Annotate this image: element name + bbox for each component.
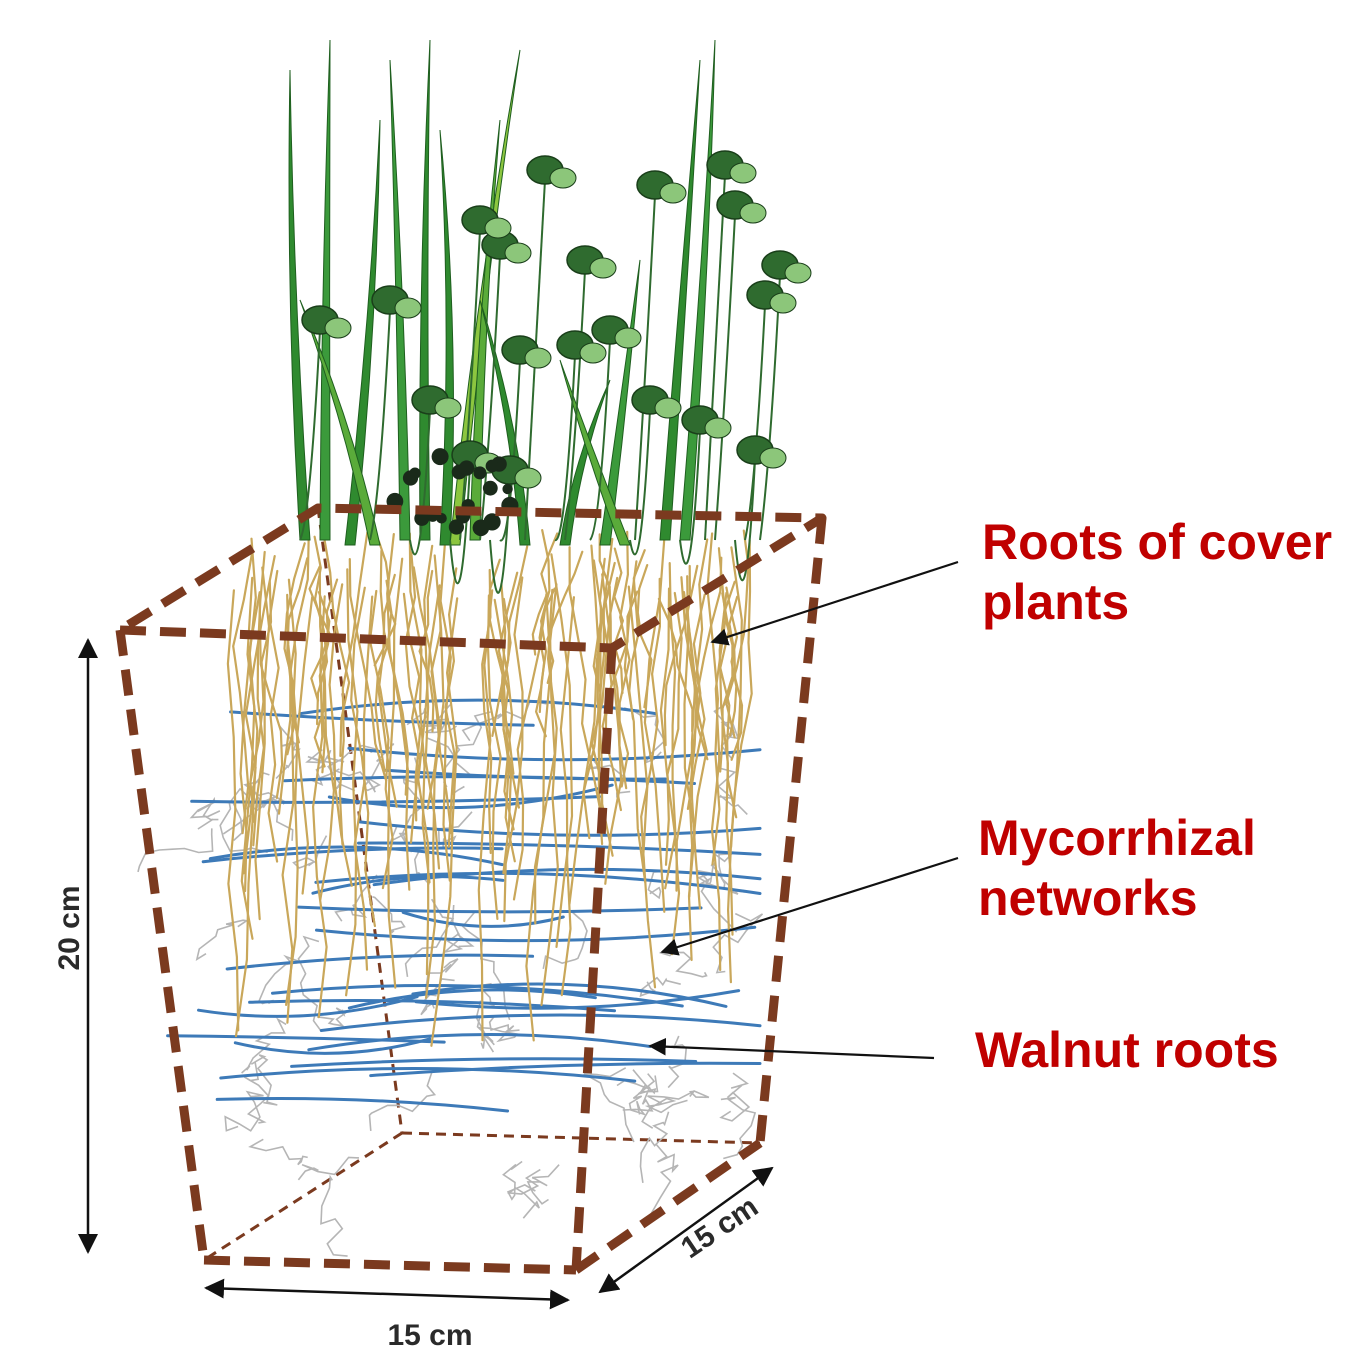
grass-blade: [440, 130, 453, 545]
clover-leaf: [760, 448, 786, 468]
grass-blade: [420, 40, 430, 540]
seedling-leaf: [483, 481, 498, 496]
clover-stem: [490, 480, 510, 593]
walnut-root: [217, 1098, 507, 1111]
hypha-strand: [528, 1165, 559, 1204]
cover-root: [638, 565, 652, 707]
clover-leaf: [505, 243, 531, 263]
walnut-root: [360, 822, 760, 835]
clover-leaf: [550, 168, 576, 188]
hypha-strand: [660, 952, 707, 976]
clover-leaf: [515, 468, 541, 488]
clover-leaf: [325, 318, 351, 338]
clover-leaf: [580, 343, 606, 363]
seedling-leaf: [459, 460, 474, 475]
clover-leaf: [485, 218, 511, 238]
grass-blade: [289, 70, 310, 540]
seedling-leaf: [473, 466, 486, 479]
clover-leaf: [655, 398, 681, 418]
hypha-strand: [321, 1177, 348, 1256]
seedling-leaf: [449, 519, 464, 534]
walnut-roots-arrow: [650, 1046, 934, 1058]
clover-leaf: [660, 183, 686, 203]
grass-blade: [320, 40, 330, 540]
hypha-strand: [617, 1074, 655, 1094]
clover-stem: [760, 275, 780, 540]
cover-root: [375, 541, 396, 665]
label-cover-roots: Roots of cover plants: [982, 512, 1364, 632]
label-mycorrhizal-networks: Mycorrhizal networks: [978, 808, 1358, 928]
seedling-leaf: [403, 470, 418, 485]
clover-leaf: [525, 348, 551, 368]
dimension-height: 20 cm: [52, 878, 88, 978]
clover-leaf: [770, 293, 796, 313]
hypha-strand: [317, 1008, 345, 1026]
clover-leaf: [730, 163, 756, 183]
hypha-strand: [648, 1091, 709, 1103]
clover-leaf: [435, 398, 461, 418]
clover-leaf: [785, 263, 811, 283]
clover-leaf: [590, 258, 616, 278]
clover-leaf: [740, 203, 766, 223]
clover-stem: [745, 305, 765, 540]
seedling-leaf: [486, 460, 499, 473]
hypha-strand: [197, 920, 247, 959]
cover-root: [533, 534, 557, 655]
hypha-strand: [651, 1144, 678, 1214]
clover-leaf: [615, 328, 641, 348]
width-arrow: [206, 1288, 568, 1300]
hypha-strand: [250, 1139, 307, 1164]
box-front-edges: [120, 508, 822, 1270]
walnut-root: [309, 1034, 650, 1049]
clover-leaf: [395, 298, 421, 318]
clover-stem: [630, 410, 650, 554]
dimension-width: 15 cm: [340, 1318, 520, 1354]
label-walnut-roots: Walnut roots: [975, 1020, 1355, 1080]
hypha-strand: [198, 799, 219, 829]
walnut-root: [317, 927, 755, 940]
cover-root: [381, 551, 408, 795]
cover-root: [526, 595, 550, 1041]
hypha-strand: [298, 1157, 359, 1180]
clover-leaf: [705, 418, 731, 438]
seedling-leaf: [502, 484, 512, 494]
seedling-leaf: [432, 448, 449, 465]
clover-stem: [715, 215, 735, 540]
